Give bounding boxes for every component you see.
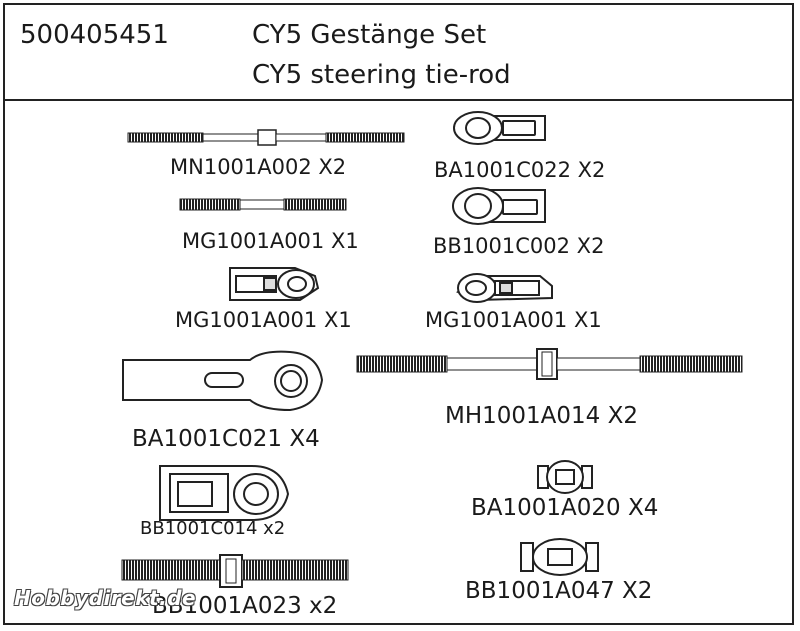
rod-end-bb1001c014-drawing (159, 465, 290, 521)
rod-mg1001a001-drawing (179, 198, 347, 211)
part-label-bb1001c014: BB1001C014 x2 (140, 518, 286, 539)
part-label-bb1001a023: BB1001A023 x2 (152, 593, 338, 619)
document-frame (3, 3, 794, 625)
part-label-mn1001a002: MN1001A002 X2 (170, 155, 347, 179)
part-label-ba1001c022: BA1001C022 X2 (434, 158, 606, 182)
rod-end-bb1001c002-drawing (452, 187, 546, 225)
turnbuckle-mh1001a014-drawing (356, 348, 743, 380)
ball-ba1001a020-drawing (537, 460, 593, 494)
part-label-mh1001a014: MH1001A014 X2 (445, 403, 639, 429)
part-label-bb1001a047: BB1001A047 X2 (465, 578, 653, 604)
part-label-mg1001a001-left: MG1001A001 X1 (175, 308, 352, 332)
ball-bb1001a047-drawing (520, 538, 599, 576)
header-divider (3, 99, 794, 101)
part-label-ba1001a020: BA1001A020 X4 (471, 495, 659, 521)
watermark-logo: Hobbydirekt.de (14, 586, 197, 610)
turnbuckle-mn1001a002-drawing (127, 129, 405, 146)
link-right-mg1001a001-drawing (456, 273, 553, 303)
turnbuckle-bb1001a023-drawing (121, 554, 349, 588)
link-left-mg1001a001-drawing (229, 267, 320, 301)
rod-end-ba1001c022-drawing (453, 111, 546, 145)
part-label-bb1001c002: BB1001C002 X2 (433, 234, 605, 258)
title-english: CY5 steering tie-rod (252, 60, 511, 90)
title-german: CY5 Gestänge Set (252, 20, 487, 50)
part-label-ba1001c021: BA1001C021 X4 (132, 426, 320, 452)
part-label-mg1001a001-right: MG1001A001 X1 (425, 308, 602, 332)
part-label-mg1001a001-rod: MG1001A001 X1 (182, 229, 359, 253)
part-number: 500405451 (20, 20, 169, 50)
rod-end-ba1001c021-drawing (122, 350, 324, 412)
